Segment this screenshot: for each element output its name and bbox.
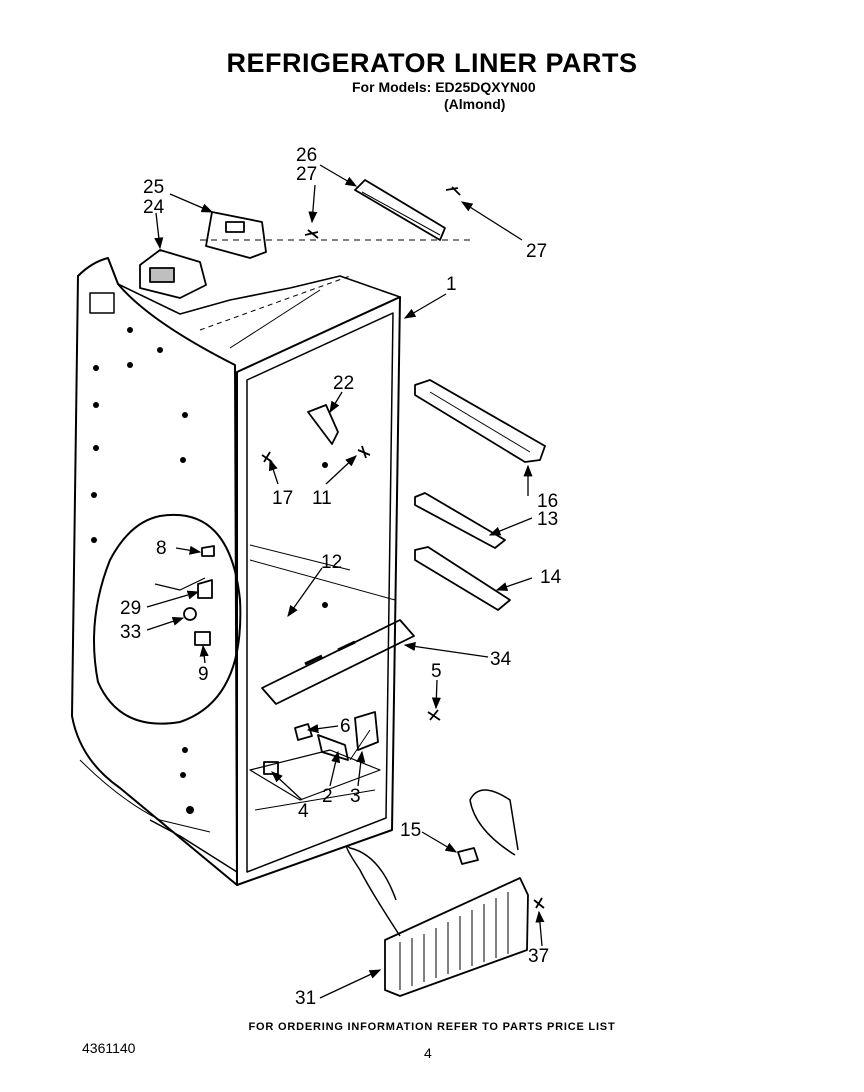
callout-24: 24 (143, 197, 165, 218)
callout-4: 4 (298, 801, 309, 822)
socket-part-4 (263, 761, 279, 775)
liner-front-frame (236, 296, 401, 886)
callout-5: 5 (431, 661, 442, 682)
color-note: (Almond) (444, 96, 506, 112)
ordering-note: FOR ORDERING INFORMATION REFER TO PARTS … (248, 1021, 616, 1033)
callout-1: 1 (446, 274, 457, 295)
callout-6: 6 (340, 716, 351, 737)
document-number: 4361140 (82, 1040, 136, 1056)
bulb-socket-part-6 (294, 723, 313, 741)
callout-3: 3 (350, 786, 361, 807)
heater-part-31 (384, 877, 529, 997)
bracket-part-22 (307, 404, 339, 445)
callout-2: 2 (322, 786, 333, 807)
callout-15: 15 (400, 820, 421, 841)
callout-37: 37 (528, 946, 549, 967)
callout-26: 26 (296, 145, 317, 166)
diagram-title: REFRIGERATOR LINER PARTS (226, 48, 638, 78)
liner-inner-frame (246, 312, 394, 873)
callout-13: 13 (537, 509, 558, 530)
liner-side-panel (71, 257, 238, 886)
callout-27-right: 27 (526, 241, 547, 262)
callout-17: 17 (272, 488, 293, 509)
rail-part-14 (414, 546, 511, 611)
callout-14: 14 (540, 567, 562, 588)
model-line: For Models: ED25DQXYN00 (352, 79, 536, 95)
page-number: 4 (424, 1045, 432, 1061)
callout-11: 11 (312, 488, 332, 509)
callout-22: 22 (333, 373, 354, 394)
callout-34: 34 (490, 649, 512, 670)
switch-part-2 (317, 734, 349, 761)
callout-8: 8 (156, 538, 167, 559)
rail-part-13 (414, 492, 506, 549)
callout-33: 33 (120, 622, 141, 643)
bracket-part-25 (205, 211, 267, 259)
rail-part-26 (354, 179, 446, 241)
callout-27: 27 (296, 164, 317, 185)
callout-16: 16 (537, 491, 558, 512)
callout-25: 25 (143, 177, 164, 198)
callout-31: 31 (295, 988, 316, 1009)
housing-part-3 (354, 711, 379, 751)
callout-12: 12 (321, 552, 342, 573)
cover-part-34 (261, 619, 415, 705)
switch-part-24 (139, 249, 207, 299)
liner-top (117, 275, 401, 315)
wire-connector-part-15 (457, 847, 479, 865)
callout-29: 29 (120, 598, 141, 619)
cover-part-16 (414, 379, 546, 463)
callout-9: 9 (198, 664, 209, 685)
detail-circle (93, 513, 242, 725)
